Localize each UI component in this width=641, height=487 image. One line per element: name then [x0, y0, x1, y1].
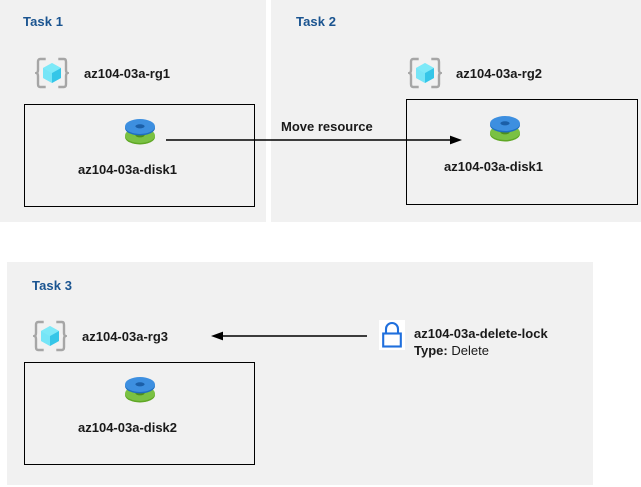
- task-2-title: Task 2: [296, 14, 337, 29]
- resource-group-icon: [405, 56, 445, 90]
- lock-arrow: [211, 331, 367, 341]
- task-2-resource-label: az104-03a-disk1: [444, 159, 544, 174]
- task-3-title: Task 3: [32, 278, 73, 293]
- delete-lock-type-value: Delete: [451, 343, 489, 358]
- task-2-resource-group-label: az104-03a-rg2: [456, 66, 542, 81]
- disk-icon: [122, 373, 158, 407]
- task-1-resource-label: az104-03a-disk1: [78, 162, 178, 177]
- move-resource-arrow: [166, 135, 462, 145]
- task-3-resource-group-label: az104-03a-rg3: [82, 329, 168, 344]
- resource-group-icon: [32, 56, 72, 90]
- lock-icon: [379, 320, 405, 350]
- task-3-resource-label: az104-03a-disk2: [78, 420, 178, 435]
- disk-icon: [487, 112, 523, 146]
- move-resource-label: Move resource: [281, 119, 373, 134]
- task-1-resource-group-label: az104-03a-rg1: [84, 66, 170, 81]
- resource-group-icon: [30, 319, 70, 353]
- delete-lock-type-key: Type:: [414, 343, 448, 358]
- delete-lock-name-label: az104-03a-delete-lock: [414, 326, 548, 341]
- task-1-title: Task 1: [23, 14, 64, 29]
- task-1-resource-box: [24, 104, 255, 207]
- delete-lock-type-label: Type: Delete: [414, 343, 489, 358]
- task-2-resource-box: [406, 99, 638, 205]
- disk-icon: [122, 115, 158, 149]
